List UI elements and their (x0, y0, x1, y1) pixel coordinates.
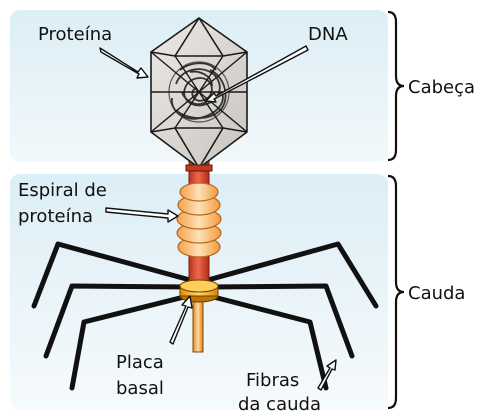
label-dna: DNA (308, 24, 348, 45)
sheath-ring (180, 183, 218, 201)
label-espiral-proteina: proteína (18, 206, 93, 227)
base-plate (180, 280, 218, 302)
neck-collar (186, 165, 212, 171)
tail-pin (193, 298, 203, 352)
label-cauda: Cauda (408, 283, 465, 304)
label-espiral-de: Espiral de (18, 180, 107, 201)
label-placa: Placa (116, 352, 164, 373)
label-proteina: Proteína (38, 24, 112, 45)
label-da-cauda: da cauda (238, 394, 321, 415)
label-basal: basal (116, 378, 164, 399)
label-cabeca: Cabeça (408, 77, 475, 98)
protein-sheath (177, 183, 221, 257)
head-brace (388, 12, 404, 160)
tail-brace (388, 176, 404, 408)
label-fibras: Fibras (246, 370, 299, 391)
